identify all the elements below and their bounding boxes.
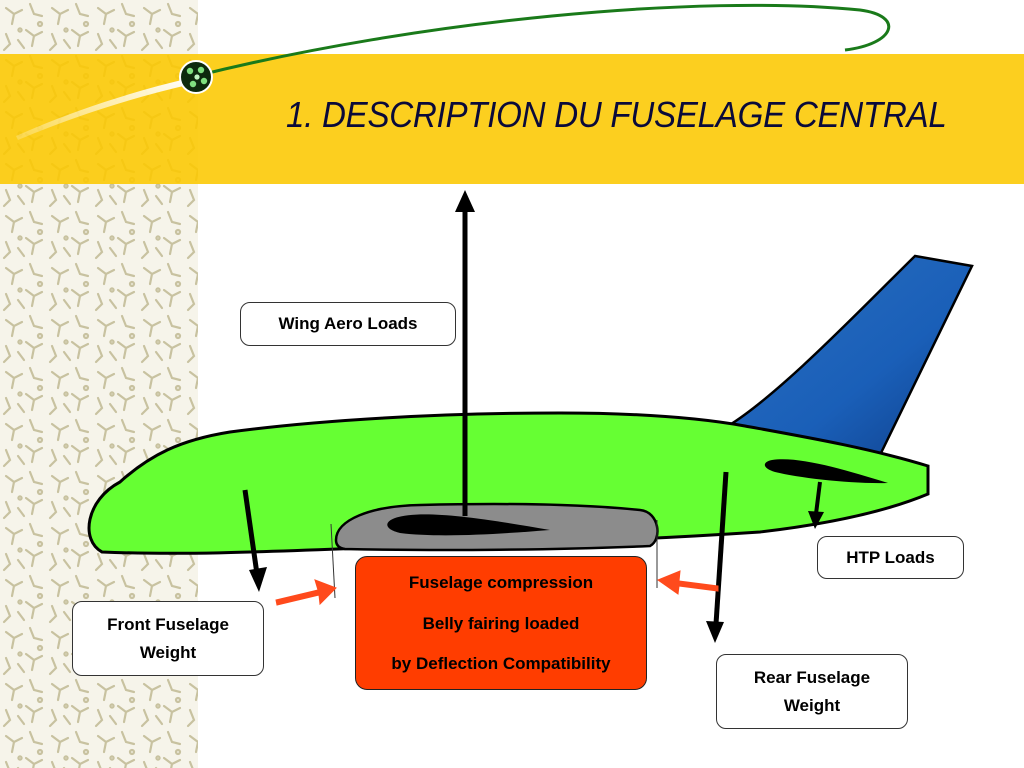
front-fuselage-weight-label: Front Fuselage Weight: [72, 601, 264, 676]
wing-load-arrowhead: [455, 190, 475, 212]
title-banner: [0, 54, 1024, 184]
orbit-line: [195, 3, 891, 78]
fuselage-compression-note: Fuselage compression Belly fairing loade…: [355, 556, 647, 690]
note-line-compression: Fuselage compression: [408, 573, 594, 592]
vertical-tail: [724, 254, 974, 457]
front-weight-arrowhead: [249, 567, 267, 592]
slide-title: 1. DESCRIPTION DU FUSELAGE CENTRAL: [286, 94, 947, 135]
wing-aero-loads-label: Wing Aero Loads: [240, 302, 456, 346]
rear-fuselage-weight-label: Rear Fuselage Weight: [716, 654, 908, 729]
comet-streak: [16, 78, 192, 140]
rear-weight-arrowhead: [706, 621, 724, 643]
compression-arrow-right: [656, 570, 719, 595]
rear-fuselage-line1: Rear Fuselage: [753, 667, 871, 687]
front-weight-arrow: [242, 489, 260, 575]
rear-weight-arrow: [713, 471, 729, 625]
htp-loads-label: HTP Loads: [817, 536, 964, 579]
note-line-belly: Belly fairing loaded: [422, 614, 580, 633]
htp-load-arrowhead: [808, 511, 824, 529]
rear-fuselage-line2: Weight: [783, 695, 841, 715]
htp-airfoil: [764, 459, 888, 484]
fairing-boundary-left: [330, 523, 336, 599]
note-line-deflection: by Deflection Compatibility: [391, 654, 611, 673]
orb-icon: [179, 60, 213, 94]
htp-loads-text: HTP Loads: [846, 547, 935, 567]
htp-load-arrow: [814, 481, 822, 515]
compression-arrow-left: [275, 579, 337, 606]
wing-airfoil: [387, 514, 550, 536]
wing-aero-loads-text: Wing Aero Loads: [278, 314, 418, 333]
front-fuselage-line1: Front Fuselage: [107, 614, 229, 634]
front-fuselage-line2: Weight: [139, 642, 197, 662]
